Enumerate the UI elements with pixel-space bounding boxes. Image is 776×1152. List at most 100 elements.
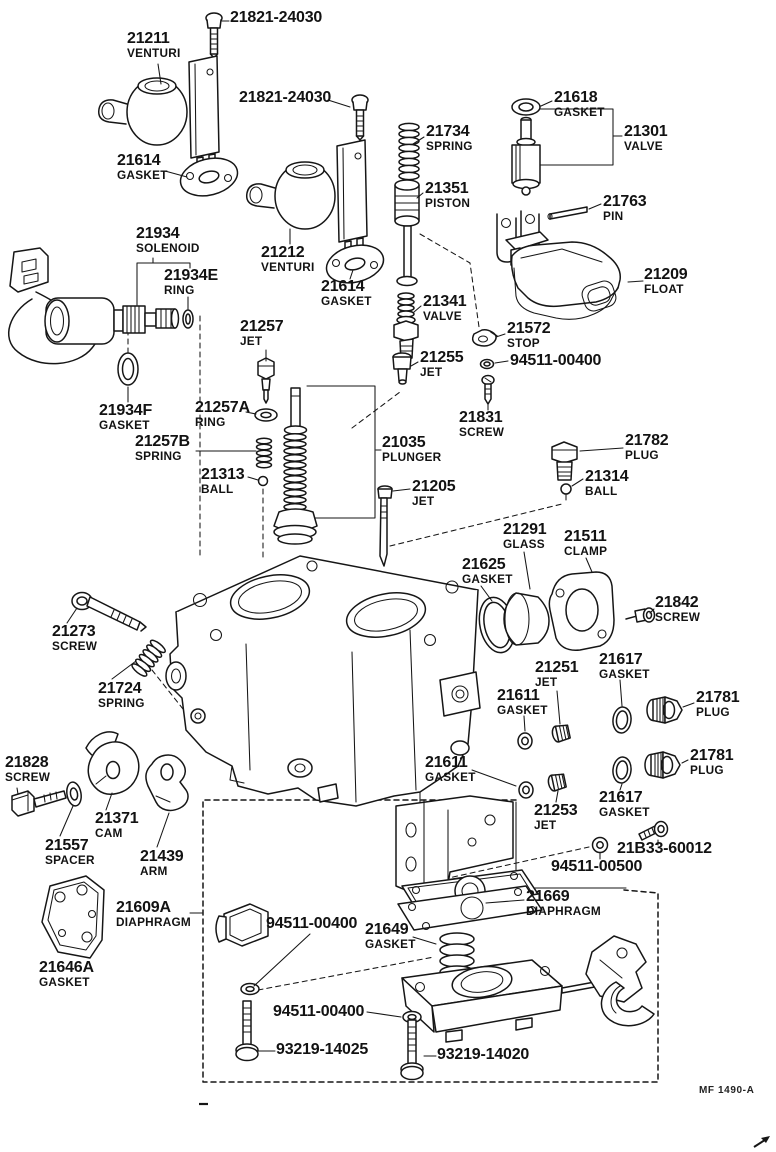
bolt-21821-2: [351, 94, 369, 141]
jet-21255-drawing: [392, 352, 412, 385]
bolt-93219-14020-drawing: [400, 1019, 424, 1081]
washer-94511-00500-drawing: [591, 836, 609, 854]
jet-21253-drawing: [546, 771, 568, 793]
callout-94511-00400-a: 94511-00400: [510, 352, 602, 369]
spring-21724-drawing: [131, 639, 166, 677]
clamp-right-drawing: [600, 981, 655, 1027]
bracket-right-drawing: [585, 935, 647, 1003]
valve-21341-drawing: [393, 292, 419, 361]
callout-bracket-21035: [304, 385, 376, 519]
carburetor-body-drawing: [165, 555, 481, 808]
screw-21273-drawing: [71, 591, 147, 632]
glass-21291-drawing: [503, 592, 550, 646]
plug-21781-1-drawing: [646, 696, 683, 724]
callout-21b33-60012: 21B33-60012: [617, 840, 712, 857]
callout-94511-00400-c: 94511-00400: [273, 1003, 365, 1020]
ring-21257a-drawing: [254, 408, 278, 422]
ring-21611-1-drawing: [517, 732, 533, 750]
screw-21828-drawing: [11, 790, 67, 817]
washer-94511-00400-box1-drawing: [240, 982, 260, 996]
piston-21351-drawing: [394, 179, 420, 287]
arm-21439-drawing: [145, 754, 189, 812]
callout-leader-lines: [16, 20, 695, 1057]
housing-lower-drawing: [401, 959, 601, 1043]
spring-21257b-drawing: [255, 437, 273, 469]
pin-21763-drawing: [547, 206, 588, 220]
jet-21257-drawing: [257, 357, 275, 404]
washer-94511-00400-top-drawing: [479, 358, 495, 370]
bolt-21b33-drawing: [638, 820, 669, 841]
jet-21251-drawing: [550, 722, 572, 744]
plug-21781-2-drawing: [644, 751, 681, 779]
clip-94511-00400-drawing: [215, 903, 269, 947]
gasket-21618-drawing: [511, 98, 541, 116]
bolt-93219-14025-drawing: [235, 1000, 259, 1062]
spacer-21557-drawing: [66, 781, 82, 807]
stop-21572-drawing: [471, 329, 498, 347]
callout-21821-24030-2: 21821-24030: [239, 89, 332, 106]
screw-21842-drawing: [625, 607, 656, 623]
gasket-21934f-drawing: [117, 352, 139, 386]
gasket-21649-drawing: [397, 885, 543, 931]
callout-94511-00400-b: 94511-00400: [266, 915, 358, 932]
gasket-21617-2-drawing: [610, 755, 634, 785]
corner-marks: [199, 1102, 770, 1148]
valve-21301-drawing: [511, 116, 541, 196]
ring-21934e-drawing: [182, 309, 194, 329]
bolt-21821-1: [205, 12, 223, 59]
jet-21205-drawing: [377, 485, 393, 567]
ball-21314-drawing: [560, 483, 572, 495]
callout-94511-00500: 94511-00500: [551, 858, 643, 875]
screw-21831-drawing: [481, 374, 495, 405]
clamp-21511-drawing: [548, 571, 615, 651]
spring-21734-drawing: [398, 122, 420, 181]
gasket-21617-1-drawing: [610, 705, 634, 735]
gasket-21646a-drawing: [41, 875, 105, 959]
solenoid-21934-drawing: [7, 247, 180, 365]
ball-21313-drawing: [257, 475, 269, 487]
drawing-code: MF 1490-A: [699, 1085, 755, 1096]
callout-93219-14025: 93219-14025: [276, 1041, 369, 1058]
